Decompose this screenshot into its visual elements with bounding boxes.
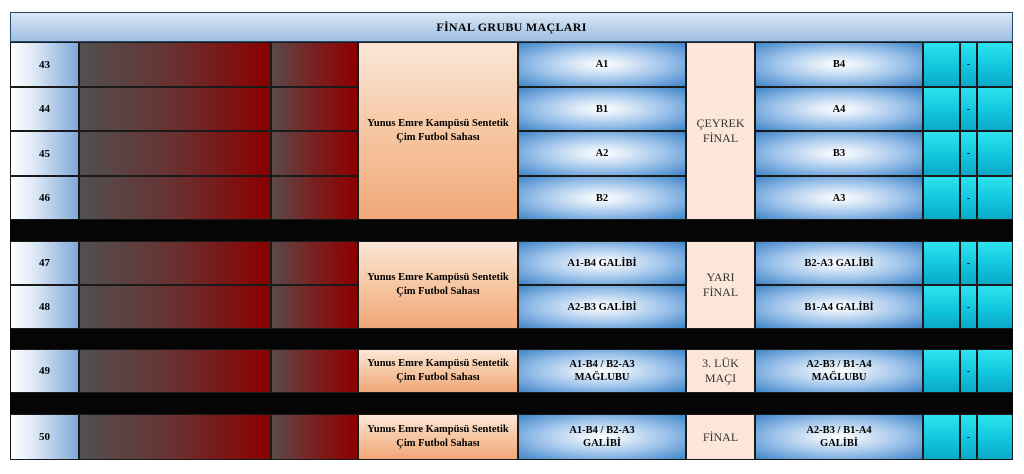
score-separator: - xyxy=(960,131,977,176)
date-cell xyxy=(79,414,271,460)
home-team: A1-B4 GALİBİ xyxy=(518,241,686,285)
time-cell xyxy=(271,414,358,460)
away-score-cell xyxy=(977,285,1013,329)
table-row: 45 A2 B3 - xyxy=(10,131,1013,176)
stage-label: YARI FİNAL xyxy=(686,241,755,329)
venue-cell: Yunus Emre Kampüsü Sentetik Çim Futbol S… xyxy=(358,414,518,460)
score-separator: - xyxy=(960,176,977,220)
time-cell xyxy=(271,42,358,87)
match-number: 44 xyxy=(10,87,79,131)
score-separator: - xyxy=(960,241,977,285)
away-team: B2-A3 GALİBİ xyxy=(755,241,923,285)
table-row: 43 A1 B4 - xyxy=(10,42,1013,87)
away-team: A2-B3 / B1-A4 MAĞLUBU xyxy=(755,349,923,393)
home-team: A1-B4 / B2-A3 MAĞLUBU xyxy=(518,349,686,393)
home-score-cell xyxy=(923,241,960,285)
away-score-cell xyxy=(977,87,1013,131)
away-score-cell xyxy=(977,414,1013,460)
match-number: 50 xyxy=(10,414,79,460)
final-group-table: 43 A1 B4 - 44 B1 A4 - 45 A2 B3 - 46 B2 A… xyxy=(10,42,1013,460)
venue-cell: Yunus Emre Kampüsü Sentetik Çim Futbol S… xyxy=(358,349,518,393)
score-separator: - xyxy=(960,285,977,329)
home-score-cell xyxy=(923,42,960,87)
stage-label: FİNAL xyxy=(686,414,755,460)
away-team: A2-B3 / B1-A4 GALİBİ xyxy=(755,414,923,460)
date-cell xyxy=(79,131,271,176)
table-row: 50 Yunus Emre Kampüsü Sentetik Çim Futbo… xyxy=(10,414,1013,460)
match-number: 49 xyxy=(10,349,79,393)
away-team: B4 xyxy=(755,42,923,87)
home-score-cell xyxy=(923,414,960,460)
date-cell xyxy=(79,241,271,285)
home-score-cell xyxy=(923,176,960,220)
time-cell xyxy=(271,87,358,131)
home-team: A1 xyxy=(518,42,686,87)
score-separator: - xyxy=(960,87,977,131)
time-cell xyxy=(271,349,358,393)
venue-cell: Yunus Emre Kampüsü Sentetik Çim Futbol S… xyxy=(358,241,518,329)
away-team: A4 xyxy=(755,87,923,131)
match-number: 47 xyxy=(10,241,79,285)
match-number: 45 xyxy=(10,131,79,176)
match-number: 48 xyxy=(10,285,79,329)
away-score-cell xyxy=(977,42,1013,87)
away-score-cell xyxy=(977,131,1013,176)
date-cell xyxy=(79,87,271,131)
date-cell xyxy=(79,285,271,329)
table-row: 47 A1-B4 GALİBİ B2-A3 GALİBİ - xyxy=(10,241,1013,285)
home-team: A2 xyxy=(518,131,686,176)
row-separator xyxy=(10,393,1013,414)
match-number: 43 xyxy=(10,42,79,87)
home-team: B2 xyxy=(518,176,686,220)
home-team: A1-B4 / B2-A3 GALİBİ xyxy=(518,414,686,460)
stage-label: ÇEYREK FİNAL xyxy=(686,42,755,220)
home-score-cell xyxy=(923,349,960,393)
date-cell xyxy=(79,42,271,87)
away-score-cell xyxy=(977,349,1013,393)
table-title: FİNAL GRUBU MAÇLARI xyxy=(10,12,1013,42)
row-separator xyxy=(10,220,1013,241)
venue-cell: Yunus Emre Kampüsü Sentetik Çim Futbol S… xyxy=(358,42,518,220)
home-team: A2-B3 GALİBİ xyxy=(518,285,686,329)
table-row: 44 B1 A4 - xyxy=(10,87,1013,131)
match-number: 46 xyxy=(10,176,79,220)
score-separator: - xyxy=(960,414,977,460)
date-cell xyxy=(79,349,271,393)
time-cell xyxy=(271,285,358,329)
stage-label: 3. LÜK MAÇI xyxy=(686,349,755,393)
date-cell xyxy=(79,176,271,220)
away-score-cell xyxy=(977,176,1013,220)
table-row: 46 B2 A3 - xyxy=(10,176,1013,220)
score-separator: - xyxy=(960,42,977,87)
score-separator: - xyxy=(960,349,977,393)
home-score-cell xyxy=(923,131,960,176)
table-row: 48 A2-B3 GALİBİ B1-A4 GALİBİ - xyxy=(10,285,1013,329)
away-team: A3 xyxy=(755,176,923,220)
table-row: 49 Yunus Emre Kampüsü Sentetik Çim Futbo… xyxy=(10,349,1013,393)
home-score-cell xyxy=(923,285,960,329)
away-score-cell xyxy=(977,241,1013,285)
home-team: B1 xyxy=(518,87,686,131)
time-cell xyxy=(271,241,358,285)
time-cell xyxy=(271,131,358,176)
home-score-cell xyxy=(923,87,960,131)
time-cell xyxy=(271,176,358,220)
away-team: B3 xyxy=(755,131,923,176)
away-team: B1-A4 GALİBİ xyxy=(755,285,923,329)
row-separator xyxy=(10,329,1013,349)
